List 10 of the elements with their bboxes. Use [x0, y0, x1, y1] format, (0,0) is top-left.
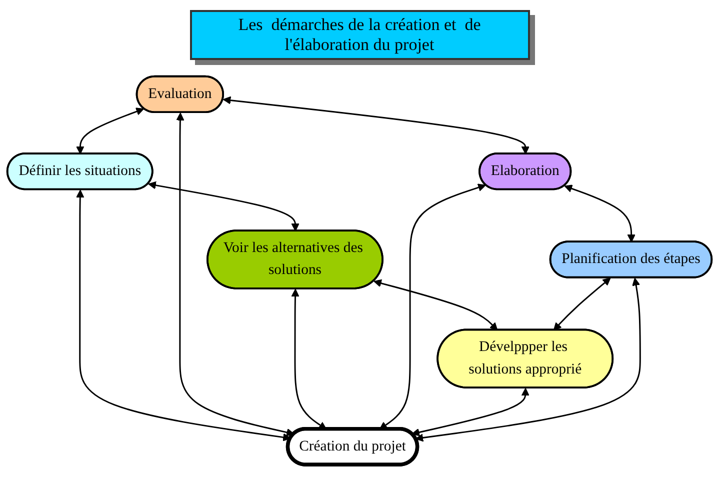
arrow [148, 180, 300, 231]
arrow [412, 387, 530, 436]
arrow [222, 96, 530, 154]
arrow [415, 277, 641, 442]
arrow [76, 189, 291, 441]
arrow [553, 277, 611, 330]
arrow [374, 278, 498, 330]
arrow [564, 184, 636, 242]
arrow [76, 107, 144, 154]
arrow [176, 112, 294, 436]
